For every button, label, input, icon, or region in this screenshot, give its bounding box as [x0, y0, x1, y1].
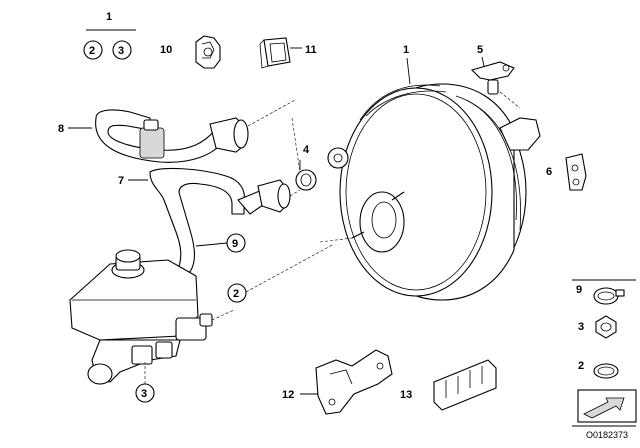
callout-11: 11: [305, 44, 317, 56]
callout-10: 10: [160, 44, 172, 56]
callout-3-top-circle: 3: [112, 40, 132, 60]
bracket-part-6: [565, 153, 587, 191]
callout-4: 4: [303, 144, 310, 156]
dash-booster: [319, 237, 353, 243]
grommet-part-4: [295, 169, 317, 191]
leader-9: [195, 242, 228, 247]
insulator-part-13: [433, 359, 497, 411]
callout-6: 6: [546, 166, 552, 178]
leader-5: [481, 56, 485, 67]
brake-master-cylinder: [69, 249, 235, 385]
callout-12: 12: [282, 389, 294, 401]
grommet-part-11: [259, 37, 291, 69]
dash-4: [291, 117, 301, 173]
clip-part-10: [195, 35, 221, 69]
callout-3-bottom: 3: [141, 388, 147, 400]
callout-9: 9: [232, 238, 238, 250]
dash-8: [247, 99, 296, 127]
callout-7: 7: [118, 175, 124, 187]
direction-arrow-box: [577, 389, 637, 423]
callout-9-circle: 9: [226, 233, 246, 253]
callout-2-top: 2: [89, 45, 95, 57]
vacuum-hose-part-8: [95, 99, 296, 163]
dash-7: [289, 189, 301, 197]
callout-3-bottom-circle: 3: [135, 383, 155, 403]
hose-clamp-icon: [593, 287, 625, 305]
leader-1: [406, 57, 411, 85]
callout-2-mid-circle: 2: [227, 283, 247, 303]
legend-callout-3: 3: [578, 321, 584, 333]
dash-mc: [211, 309, 235, 321]
bracket-part-12: [315, 349, 393, 415]
callout-1-booster: 1: [403, 44, 409, 56]
legend-callout-2: 2: [578, 360, 584, 372]
callout-2-top-circle: 2: [83, 40, 103, 60]
callout-5: 5: [477, 44, 483, 56]
callout-2-mid: 2: [233, 288, 239, 300]
group-callout-1: 1: [86, 11, 136, 31]
dash-2: [245, 243, 335, 293]
brake-booster-part-1: [319, 83, 541, 301]
callout-8: 8: [58, 123, 64, 135]
doc-number: O0182373: [586, 430, 628, 440]
callout-3-top: 3: [118, 45, 124, 57]
vacuum-hose-part-7: [149, 168, 301, 273]
hex-nut-icon: [595, 315, 617, 339]
dash-5: [499, 91, 521, 109]
bracket-part-5: [470, 61, 521, 109]
legend-callout-9: 9: [576, 284, 582, 296]
washer-icon: [593, 363, 619, 379]
callout-13: 13: [400, 389, 412, 401]
callout-1-top: 1: [106, 11, 112, 23]
